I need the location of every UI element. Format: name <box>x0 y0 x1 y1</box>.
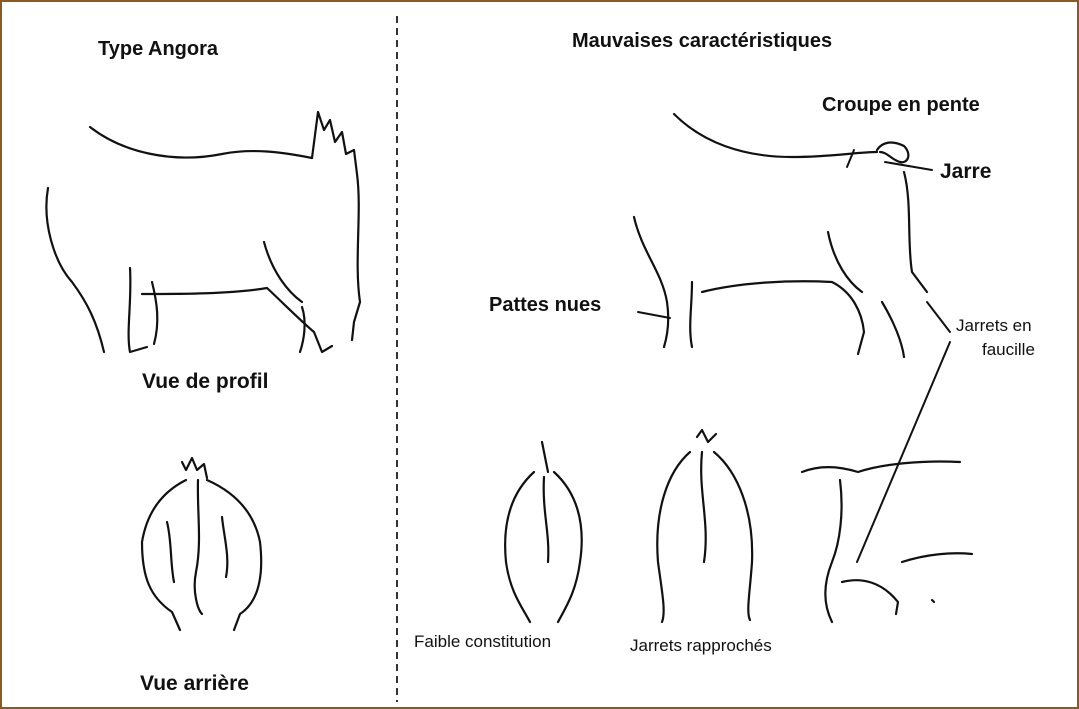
label-jarre: Jarre <box>940 160 991 184</box>
left-panel-title: Type Angora <box>98 38 218 61</box>
label-faible-constitution: Faible constitution <box>414 632 551 652</box>
label-jarrets-faucille-1: Jarrets en <box>956 316 1032 336</box>
label-croupe-en-pente: Croupe en pente <box>822 94 980 117</box>
faulty-profile-drawing <box>634 114 932 357</box>
right-panel-title: Mauvaises caractéristiques <box>572 30 832 53</box>
angora-profile-drawing <box>46 112 360 352</box>
faucille-pointer <box>857 342 950 562</box>
label-jarrets-faucille-2: faucille <box>982 340 1035 360</box>
angora-rear-drawing <box>142 458 261 630</box>
faible-constitution-drawing <box>505 442 582 622</box>
label-pattes-nues: Pattes nues <box>489 294 601 317</box>
label-jarrets-rapproches: Jarrets rapprochés <box>630 636 772 656</box>
rear-caption: Vue arrière <box>140 672 249 696</box>
jarrets-rapproches-drawing <box>657 430 752 622</box>
profile-caption: Vue de profil <box>142 370 268 394</box>
sickle-hocks-drawing <box>802 461 972 622</box>
